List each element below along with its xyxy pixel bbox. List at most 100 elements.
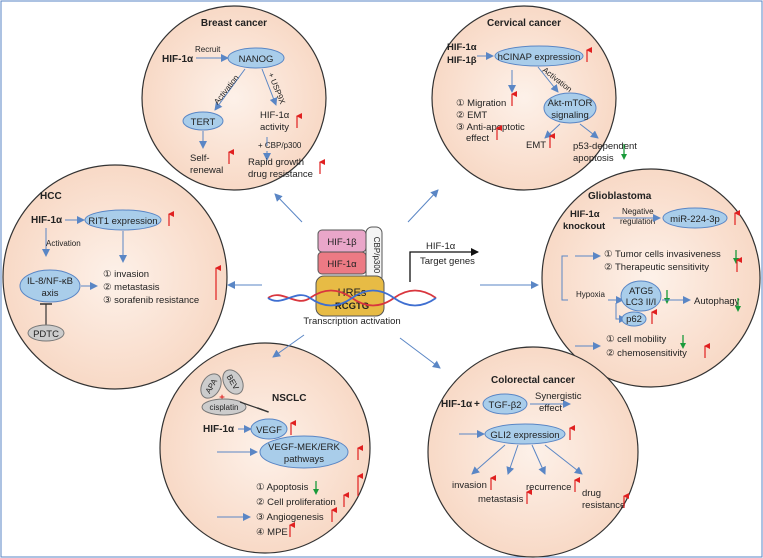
akt-label-1: Akt-mTOR [548,98,593,109]
rit1-oval [84,209,162,231]
p62-oval [621,311,647,327]
nsclc-plus: + [219,392,225,403]
vegf-label: VEGF [256,425,282,436]
glio-item2-1: ① cell mobility [606,334,667,345]
cervical-hif1a: HIF-1α [447,42,477,53]
crc-recurrence: recurrence [526,482,571,493]
cbp-p300-label: + CBP/p300 [258,141,302,150]
cervical-hif1b: HIF-1β [447,55,477,66]
atg5-oval [620,280,662,312]
hypoxia-label: Hypoxia [576,290,605,299]
syn-label-1: Synergistic [535,391,582,402]
akt-oval [543,92,597,124]
glioblastoma-panel: Glioblastoma HIF-1α knockout Negative re… [561,191,742,359]
glio-neg-2: regulation [620,217,655,226]
apa-oval [200,373,222,399]
hres-label: HREs [338,287,367,299]
center-connectors [227,189,539,369]
cervical-panel: Cervical cancer HIF-1α HIF-1β hCINAP exp… [447,18,637,164]
cisplatin-label: cisplatin [210,403,239,412]
hcc-title: HCC [40,191,62,202]
hcinap-oval [494,45,584,67]
self-renewal-1: Self- [190,153,210,164]
hcc-item-1: ① invasion [103,269,149,280]
pdtc-oval [27,324,65,342]
il8-oval [19,269,81,303]
rit1-label: RIT1 expression [88,216,157,227]
gli2-label: GLI2 expression [490,430,559,441]
lc3-label: LC3 II/I [626,297,657,308]
rapid-growth-2: drug resistance [248,169,313,180]
cervical-item-1: ① Migration [456,98,506,109]
hif-activity-1: HIF-1α [260,110,290,121]
nsclc-hif: HIF-1α [203,424,235,435]
crc-drug-2: resistance [582,500,625,511]
tgf-label: TGF-β2 [489,400,522,411]
hif-activity-2: activity [260,122,289,133]
cbp-label: CBP/p300 [372,237,381,274]
mir-oval [662,207,728,229]
il8-label-1: IL-8/NF-κB [27,276,73,287]
cervical-title: Cervical cancer [487,18,561,29]
nsclc-item-1: ① Apoptosis [256,482,309,493]
hif1b-label: HIF-1β [327,237,357,248]
il8-label-2: axis [42,288,59,299]
cervical-emt: EMT [526,140,546,151]
nsclc-item-2: ② Cell proliferation [256,497,336,508]
hcinap-label: hCINAP expression [498,52,581,63]
target-label-2: Target genes [420,256,475,267]
atg5-label: ATG5 [629,286,653,297]
nsclc-panel: APA BEV + cisplatin NSCLC HIF-1α VEGF VE… [200,369,363,538]
glio-item2-2: ② chemosensitivity [606,348,687,359]
hcc-panel: HCC HIF-1α RIT1 expression Activation IL… [19,191,221,342]
gli2-oval [484,423,566,445]
bev-oval [222,369,244,395]
transcription-caption: Transcription activation [303,316,400,327]
autophagy-label: Autophagy [694,296,740,307]
hcc-item-3: ③ sorafenib resistance [103,295,199,306]
mek-label-2: pathways [284,454,324,465]
cervical-item-4: effect [466,133,489,144]
colorectal-title: Colorectal cancer [491,375,575,386]
crc-metastasis: metastasis [478,494,524,505]
p53-label-1: p53-dependent [573,141,637,152]
hcc-item-2: ② metastasis [103,282,160,293]
breast-hif: HIF-1α [162,54,194,65]
crc-invasion: invasion [452,480,487,491]
crc-drug-1: drug [582,488,601,499]
colorectal-plus: + [474,399,480,410]
syn-label-2: effect [539,403,562,414]
cervical-item-3: ③ Anti-apoptotic [456,122,525,133]
rcgtg-label: RCGTG [335,301,369,312]
nanog-oval [227,47,285,69]
mek-label-1: VEGF-MEK/ERK [268,442,340,453]
dna-strand-2 [267,289,437,307]
p53-label-2: apoptosis [573,153,614,164]
pdtc-label: PDTC [33,329,59,340]
hcc-hif: HIF-1α [31,215,63,226]
nanog-label: NANOG [239,54,274,65]
glio-item1-1: ① Tumor cells invasiveness [604,249,721,260]
tert-label: TERT [191,117,216,128]
cervical-item-2: ② EMT [456,110,487,121]
glio-hif-2: knockout [563,221,606,232]
rapid-growth-1: Rapid growth [248,157,304,168]
nsclc-item-3: ③ Angiogenesis [256,512,324,523]
self-renewal-2: renewal [190,165,223,176]
target-arrow [409,248,479,282]
glio-item1-2: ② Therapeutic sensitivity [604,262,709,273]
center-complex: HIF-1β HIF-1α CBP/p300 HREs RCGTG Transc… [267,226,479,327]
akt-label-2: signaling [551,110,589,121]
breast-recruit: Recruit [195,45,221,54]
breast-title: Breast cancer [201,18,267,29]
nsclc-title: NSCLC [272,393,306,404]
hcc-activation: Activation [46,239,81,248]
tgf-oval [482,393,528,415]
colorectal-panel: Colorectal cancer HIF-1α + TGF-β2 Synerg… [441,375,629,511]
hif1a-label: HIF-1α [327,259,357,270]
vegf-oval [250,418,288,440]
colorectal-hif: HIF-1α [441,399,473,410]
p62-label: p62 [626,314,642,325]
